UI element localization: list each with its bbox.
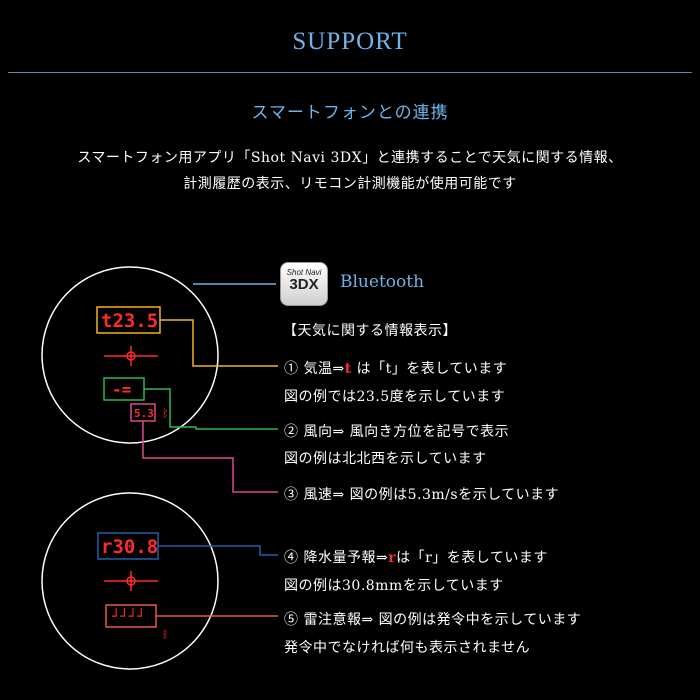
item2-line2: 図の例は北北西を示しています xyxy=(284,451,487,467)
item4-prefix: ④ 降水量予報⇒ xyxy=(284,550,389,566)
lower-crosshair xyxy=(104,571,158,591)
item1-suffix: は「t」を表しています xyxy=(351,361,508,377)
item4-line1: ④ 降水量予報⇒rは「r」を表しています xyxy=(284,547,548,567)
bluetooth-small-icon: ᛒ xyxy=(162,407,169,420)
shot-navi-app-icon: Shot Navi 3DX xyxy=(280,262,328,306)
rain-display-value: r30.8 xyxy=(101,536,158,558)
intro-line-2: 計測履歴の表示、リモコン計測機能が使用可能です xyxy=(183,176,517,192)
temp-display-value: t23.5 xyxy=(101,310,158,332)
upper-crosshair xyxy=(104,346,158,366)
temp-glyph: t xyxy=(344,361,352,377)
bluetooth-label: Bluetooth xyxy=(340,272,425,292)
app-icon-small-text: Shot Navi xyxy=(286,268,322,277)
section-subtitle: スマートフォンとの連携 xyxy=(251,103,449,123)
item2-line1: ② 風向⇒ 風向き方位を記号で表示 xyxy=(284,424,510,440)
item3-line1: ③ 風速⇒ 図の例は5.3m/sを示しています xyxy=(284,487,560,503)
upper-lens-circle xyxy=(41,266,219,444)
item1-line1: ① 気温⇒t は「t」を表しています xyxy=(284,358,507,378)
item4-line2: 図の例は30.8mmを示しています xyxy=(284,578,504,594)
app-icon-big-text: 3DX xyxy=(289,276,319,293)
weather-heading: 【天気に関する情報表示】 xyxy=(283,323,457,339)
rain-glyph: r xyxy=(388,550,397,566)
item1-line2: 図の例では23.5度を示しています xyxy=(284,389,506,405)
wind-direction-value: -= xyxy=(112,380,131,399)
wind-direction-connector-line xyxy=(144,388,278,430)
wind-speed-connector-line xyxy=(142,421,278,493)
temp-connector-line xyxy=(160,319,278,367)
item4-suffix: は「r」を表しています xyxy=(396,550,548,566)
intro-line-1: スマートフォン用アプリ「Shot Navi 3DX」と連携することで天気に関する… xyxy=(77,150,623,166)
bluetooth-small-icon-lower: ᛒ xyxy=(162,628,169,641)
item1-prefix: ① 気温⇒ xyxy=(284,361,345,377)
lower-lens-circle xyxy=(41,492,219,670)
rain-connector-line xyxy=(158,545,278,556)
page-title: SUPPORT xyxy=(292,28,408,55)
item5-line2: 発令中でなければ何も表示されません xyxy=(284,640,531,656)
item5-line1: ⑤ 雷注意報⇒ 図の例は発令中を示しています xyxy=(284,612,582,628)
title-divider xyxy=(8,72,692,73)
thunder-display-value: ┘┘┘┘ xyxy=(112,608,146,625)
wind-speed-value: 5.3 xyxy=(134,407,154,420)
